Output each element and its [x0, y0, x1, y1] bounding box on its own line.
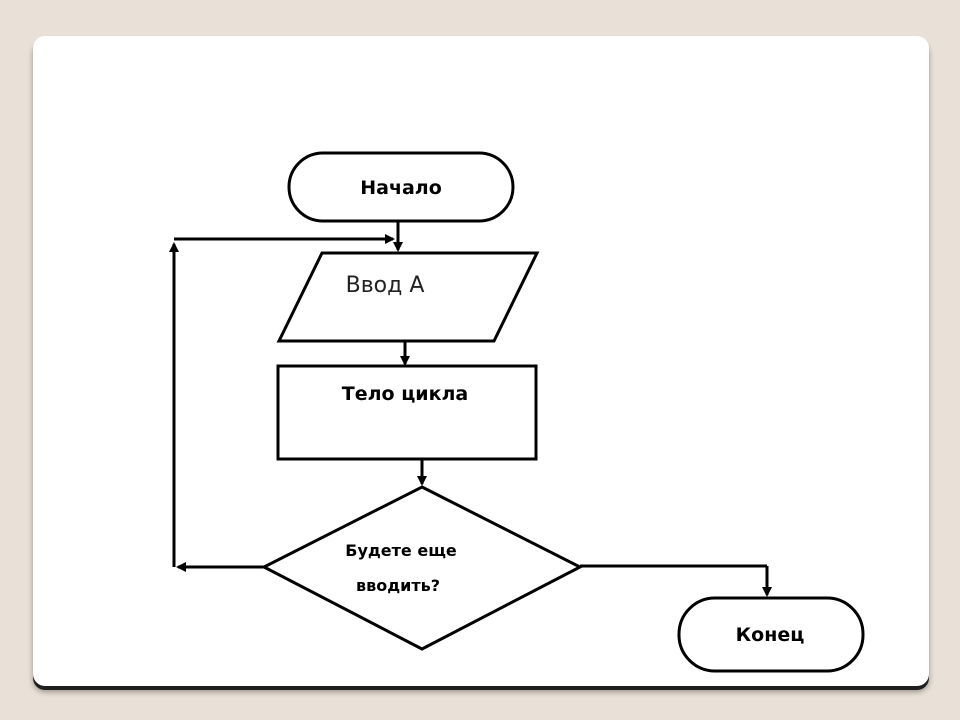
start-terminator	[287, 151, 515, 223]
process-label: Тело цикла	[342, 383, 468, 405]
end-label: Конец	[736, 624, 805, 646]
process-rectangle	[276, 364, 538, 461]
start-label: Начало	[360, 177, 442, 199]
decision-diamond	[260, 485, 584, 651]
input-parallelogram	[276, 251, 540, 343]
decision-label-line2: вводить?	[356, 576, 440, 595]
input-label: Ввод А	[346, 273, 425, 298]
decision-label-line1: Будете еще	[345, 541, 457, 560]
end-terminator	[677, 596, 865, 673]
